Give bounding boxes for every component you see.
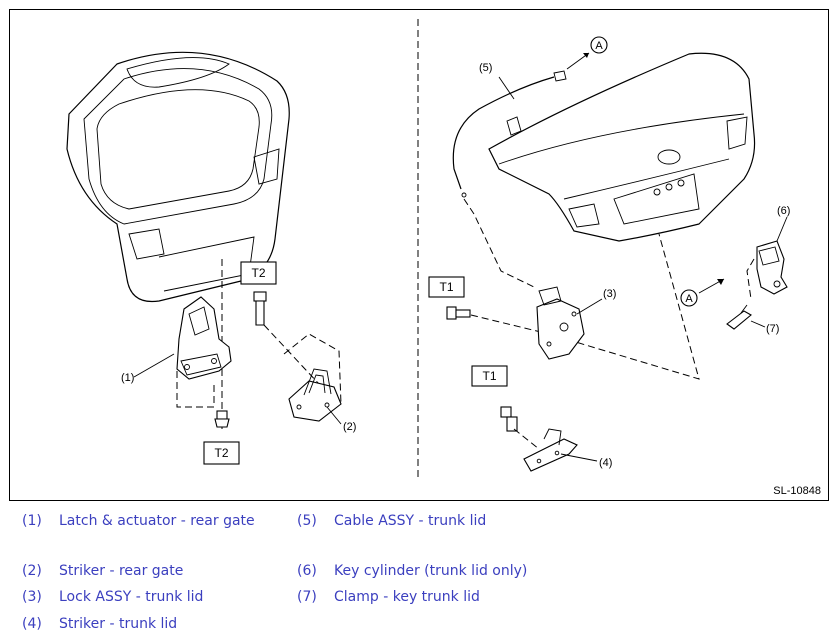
guide-line-5 <box>513 428 540 450</box>
callout-5: (5) <box>479 62 492 74</box>
leader-6 <box>776 216 788 242</box>
callout-3: (3) <box>603 288 616 300</box>
legend-num: (2) <box>22 563 42 579</box>
legend-label: Key cylinder (trunk lid only) <box>334 563 528 579</box>
legend-label: Striker - trunk lid <box>59 616 178 632</box>
diagram-frame <box>9 9 829 501</box>
leader-5 <box>498 76 515 100</box>
legend-label: Latch & actuator - rear gate <box>59 513 255 529</box>
rear-gate-drawing <box>66 51 290 303</box>
bolt-t1-upper <box>446 306 471 320</box>
figure-code: SL-10848 <box>773 485 821 497</box>
legend-label: Clamp - key trunk lid <box>334 589 480 605</box>
striker-rear-gate-part <box>283 333 342 422</box>
legend-num: (6) <box>297 563 317 579</box>
leader-2 <box>326 406 342 425</box>
legend-num: (4) <box>22 616 42 632</box>
legend-num: (5) <box>297 513 317 529</box>
legend-item-4: (4) Striker - trunk lid <box>22 616 177 632</box>
legend-item-7: (7) Clamp - key trunk lid <box>297 589 480 605</box>
cable-assy-part <box>452 52 590 198</box>
torque-label-t2-lower: T2 <box>214 446 228 460</box>
torque-box-t2-lower <box>203 441 240 465</box>
torque-box-t2-upper <box>240 261 277 285</box>
parts-diagram: (1) (2) (3) (4) (5) (6) (7) T2 T2 T1 T1 … <box>9 9 829 501</box>
leader-1 <box>133 353 175 378</box>
legend-item-3: (3) Lock ASSY - trunk lid <box>22 589 203 605</box>
legend-label: Cable ASSY - trunk lid <box>334 513 487 529</box>
callout-4: (4) <box>599 457 612 469</box>
leader-3 <box>576 298 603 315</box>
connector-arrow <box>698 278 725 294</box>
legend-item-1: (1) Latch & actuator - rear gate <box>22 513 255 529</box>
callout-6: (6) <box>777 205 790 217</box>
key-cylinder-part <box>756 240 788 295</box>
legend-label: Lock ASSY - trunk lid <box>59 589 204 605</box>
clamp-part <box>726 304 752 330</box>
torque-box-t1-lower <box>471 365 508 387</box>
torque-label-t1-upper: T1 <box>439 280 453 294</box>
guide-line-2 <box>263 324 320 385</box>
parts-legend: (1) Latch & actuator - rear gate (2) Strik… <box>0 506 835 641</box>
torque-box-t1-upper <box>428 276 465 298</box>
leader-7 <box>750 320 766 328</box>
lock-assy-part <box>536 286 585 360</box>
torque-label-t1-lower: T1 <box>482 369 496 383</box>
striker-trunk-lid-part <box>523 428 578 472</box>
legend-num: (3) <box>22 589 42 605</box>
callout-1: (1) <box>121 372 134 384</box>
connector-label-bottom: A <box>685 293 693 305</box>
bolt-t1-lower <box>500 406 518 432</box>
connector-a-bottom <box>680 289 698 307</box>
leader-4 <box>560 453 598 462</box>
latch-actuator-part <box>176 296 232 408</box>
callout-2: (2) <box>343 421 356 433</box>
bolt-t2-upper <box>253 291 267 326</box>
connector-a-top <box>590 36 608 54</box>
guide-line-6 <box>746 258 755 300</box>
callout-7: (7) <box>766 323 779 335</box>
legend-item-2: (2) Striker - rear gate <box>22 563 183 579</box>
legend-item-5: (5) Cable ASSY - trunk lid <box>297 513 486 529</box>
torque-label-t2-upper: T2 <box>251 266 265 280</box>
legend-num: (7) <box>297 589 317 605</box>
guide-line-3 <box>463 198 535 288</box>
legend-item-6: (6) Key cylinder (trunk lid only) <box>297 563 527 579</box>
guide-line-4 <box>470 233 700 380</box>
trunk-lid-drawing <box>488 52 756 242</box>
legend-label: Striker - rear gate <box>59 563 184 579</box>
legend-num: (1) <box>22 513 42 529</box>
bolt-t2-lower <box>214 410 230 428</box>
connector-label-top: A <box>595 40 603 52</box>
